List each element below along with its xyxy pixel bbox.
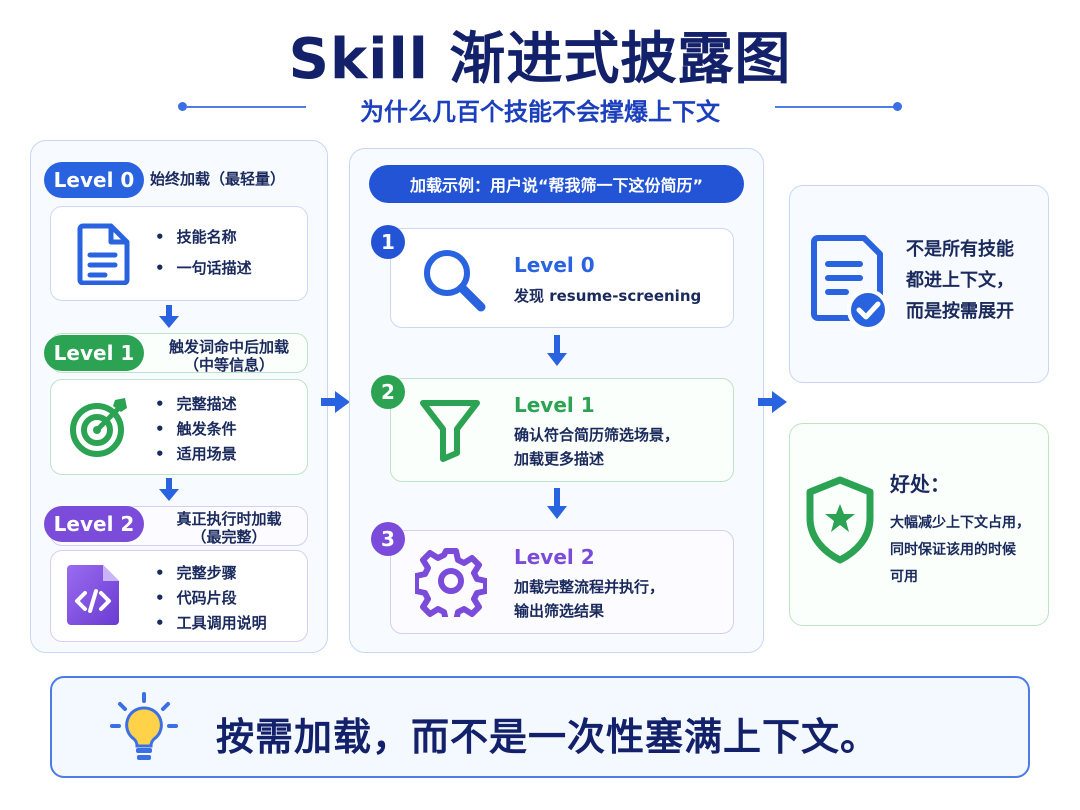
arrow-down-icon [546, 335, 568, 371]
step-3-title: Level 2 [514, 545, 595, 569]
arrow-right-icon [758, 390, 788, 418]
target-icon [67, 394, 133, 464]
code-file-icon [65, 563, 123, 631]
list-item: 触发条件 [155, 417, 237, 442]
level-1-items: 完整描述 触发条件 适用场景 [155, 392, 237, 467]
magnifier-icon [417, 243, 489, 319]
list-item: 完整描述 [155, 392, 237, 417]
gear-icon [413, 545, 489, 624]
list-item: 工具调用说明 [155, 611, 267, 636]
level-0-card: 技能名称 一句话描述 [50, 206, 308, 301]
level-1-card: 完整描述 触发条件 适用场景 [50, 379, 308, 475]
step-1-text: 发现 resume-screening [514, 287, 702, 305]
benefit-card: 好处： 大幅减少上下文占用， 同时保证该用的时候 可用 [789, 423, 1049, 626]
level-2-items: 完整步骤 代码片段 工具调用说明 [155, 561, 267, 636]
step-1-title: Level 0 [514, 253, 595, 277]
document-check-icon [810, 234, 892, 338]
step-1-number: 1 [371, 225, 405, 259]
footer-text: 按需加载，而不是一次性塞满上下文。 [216, 715, 880, 759]
step-2-number: 2 [371, 375, 405, 409]
step-1-card: Level 0 发现 resume-screening [390, 228, 734, 328]
lightbulb-icon [110, 692, 178, 768]
step-3-text: 加载完整流程并执行， 输出筛选结果 [514, 578, 665, 620]
benefit-text: 大幅减少上下文占用， 同时保证该用的时候 可用 [890, 515, 1030, 585]
level-2-card: 完整步骤 代码片段 工具调用说明 [50, 550, 308, 642]
list-item: 代码片段 [155, 586, 267, 611]
level-0-badge: Level 0 [44, 162, 144, 198]
list-item: 完整步骤 [155, 561, 267, 586]
footer-banner: 按需加载，而不是一次性塞满上下文。 [50, 676, 1030, 778]
decorative-dot-left [178, 102, 187, 111]
benefit-title: 好处： [890, 472, 950, 496]
principle-card: 不是所有技能 都进上下文， 而是按需展开 [789, 185, 1049, 383]
step-3-number: 3 [371, 522, 405, 556]
step-2-title: Level 1 [514, 393, 595, 417]
arrow-right-icon [321, 390, 351, 418]
page-subtitle: 为什么几百个技能不会撑爆上下文 [360, 98, 720, 126]
funnel-icon [417, 397, 483, 467]
shield-star-icon [804, 476, 876, 568]
level-2-badge: Level 2 [44, 506, 144, 542]
level-0-description: 始终加载（最轻量） [150, 170, 286, 188]
example-label: 加载示例：用户说“帮我筛一下这份简历” [369, 165, 744, 203]
level-2-description: 真正执行时加载 （最完整） [176, 510, 282, 546]
step-2-card: Level 1 确认符合简历筛选场景， 加载更多描述 [390, 378, 734, 482]
level-0-items: 技能名称 一句话描述 [155, 225, 252, 281]
decorative-dot-right [893, 102, 902, 111]
step-2-text: 确认符合简历筛选场景， 加载更多描述 [514, 426, 680, 468]
level-1-description: 触发词命中后加载 （中等信息） [168, 338, 289, 374]
principle-text: 不是所有技能 都进上下文， 而是按需展开 [906, 239, 1014, 322]
page-title: Skill 渐进式披露图 [288, 27, 792, 92]
level-1-badge: Level 1 [44, 335, 144, 371]
arrow-down-icon [546, 488, 568, 524]
arrow-down-icon [158, 305, 180, 333]
arrow-down-icon [158, 478, 180, 506]
document-icon [75, 223, 133, 289]
step-3-card: Level 2 加载完整流程并执行， 输出筛选结果 [390, 530, 734, 634]
list-item: 技能名称 [155, 225, 252, 250]
decorative-line-right [775, 106, 895, 108]
list-item: 一句话描述 [155, 256, 252, 281]
decorative-line-left [186, 106, 306, 108]
list-item: 适用场景 [155, 442, 237, 467]
